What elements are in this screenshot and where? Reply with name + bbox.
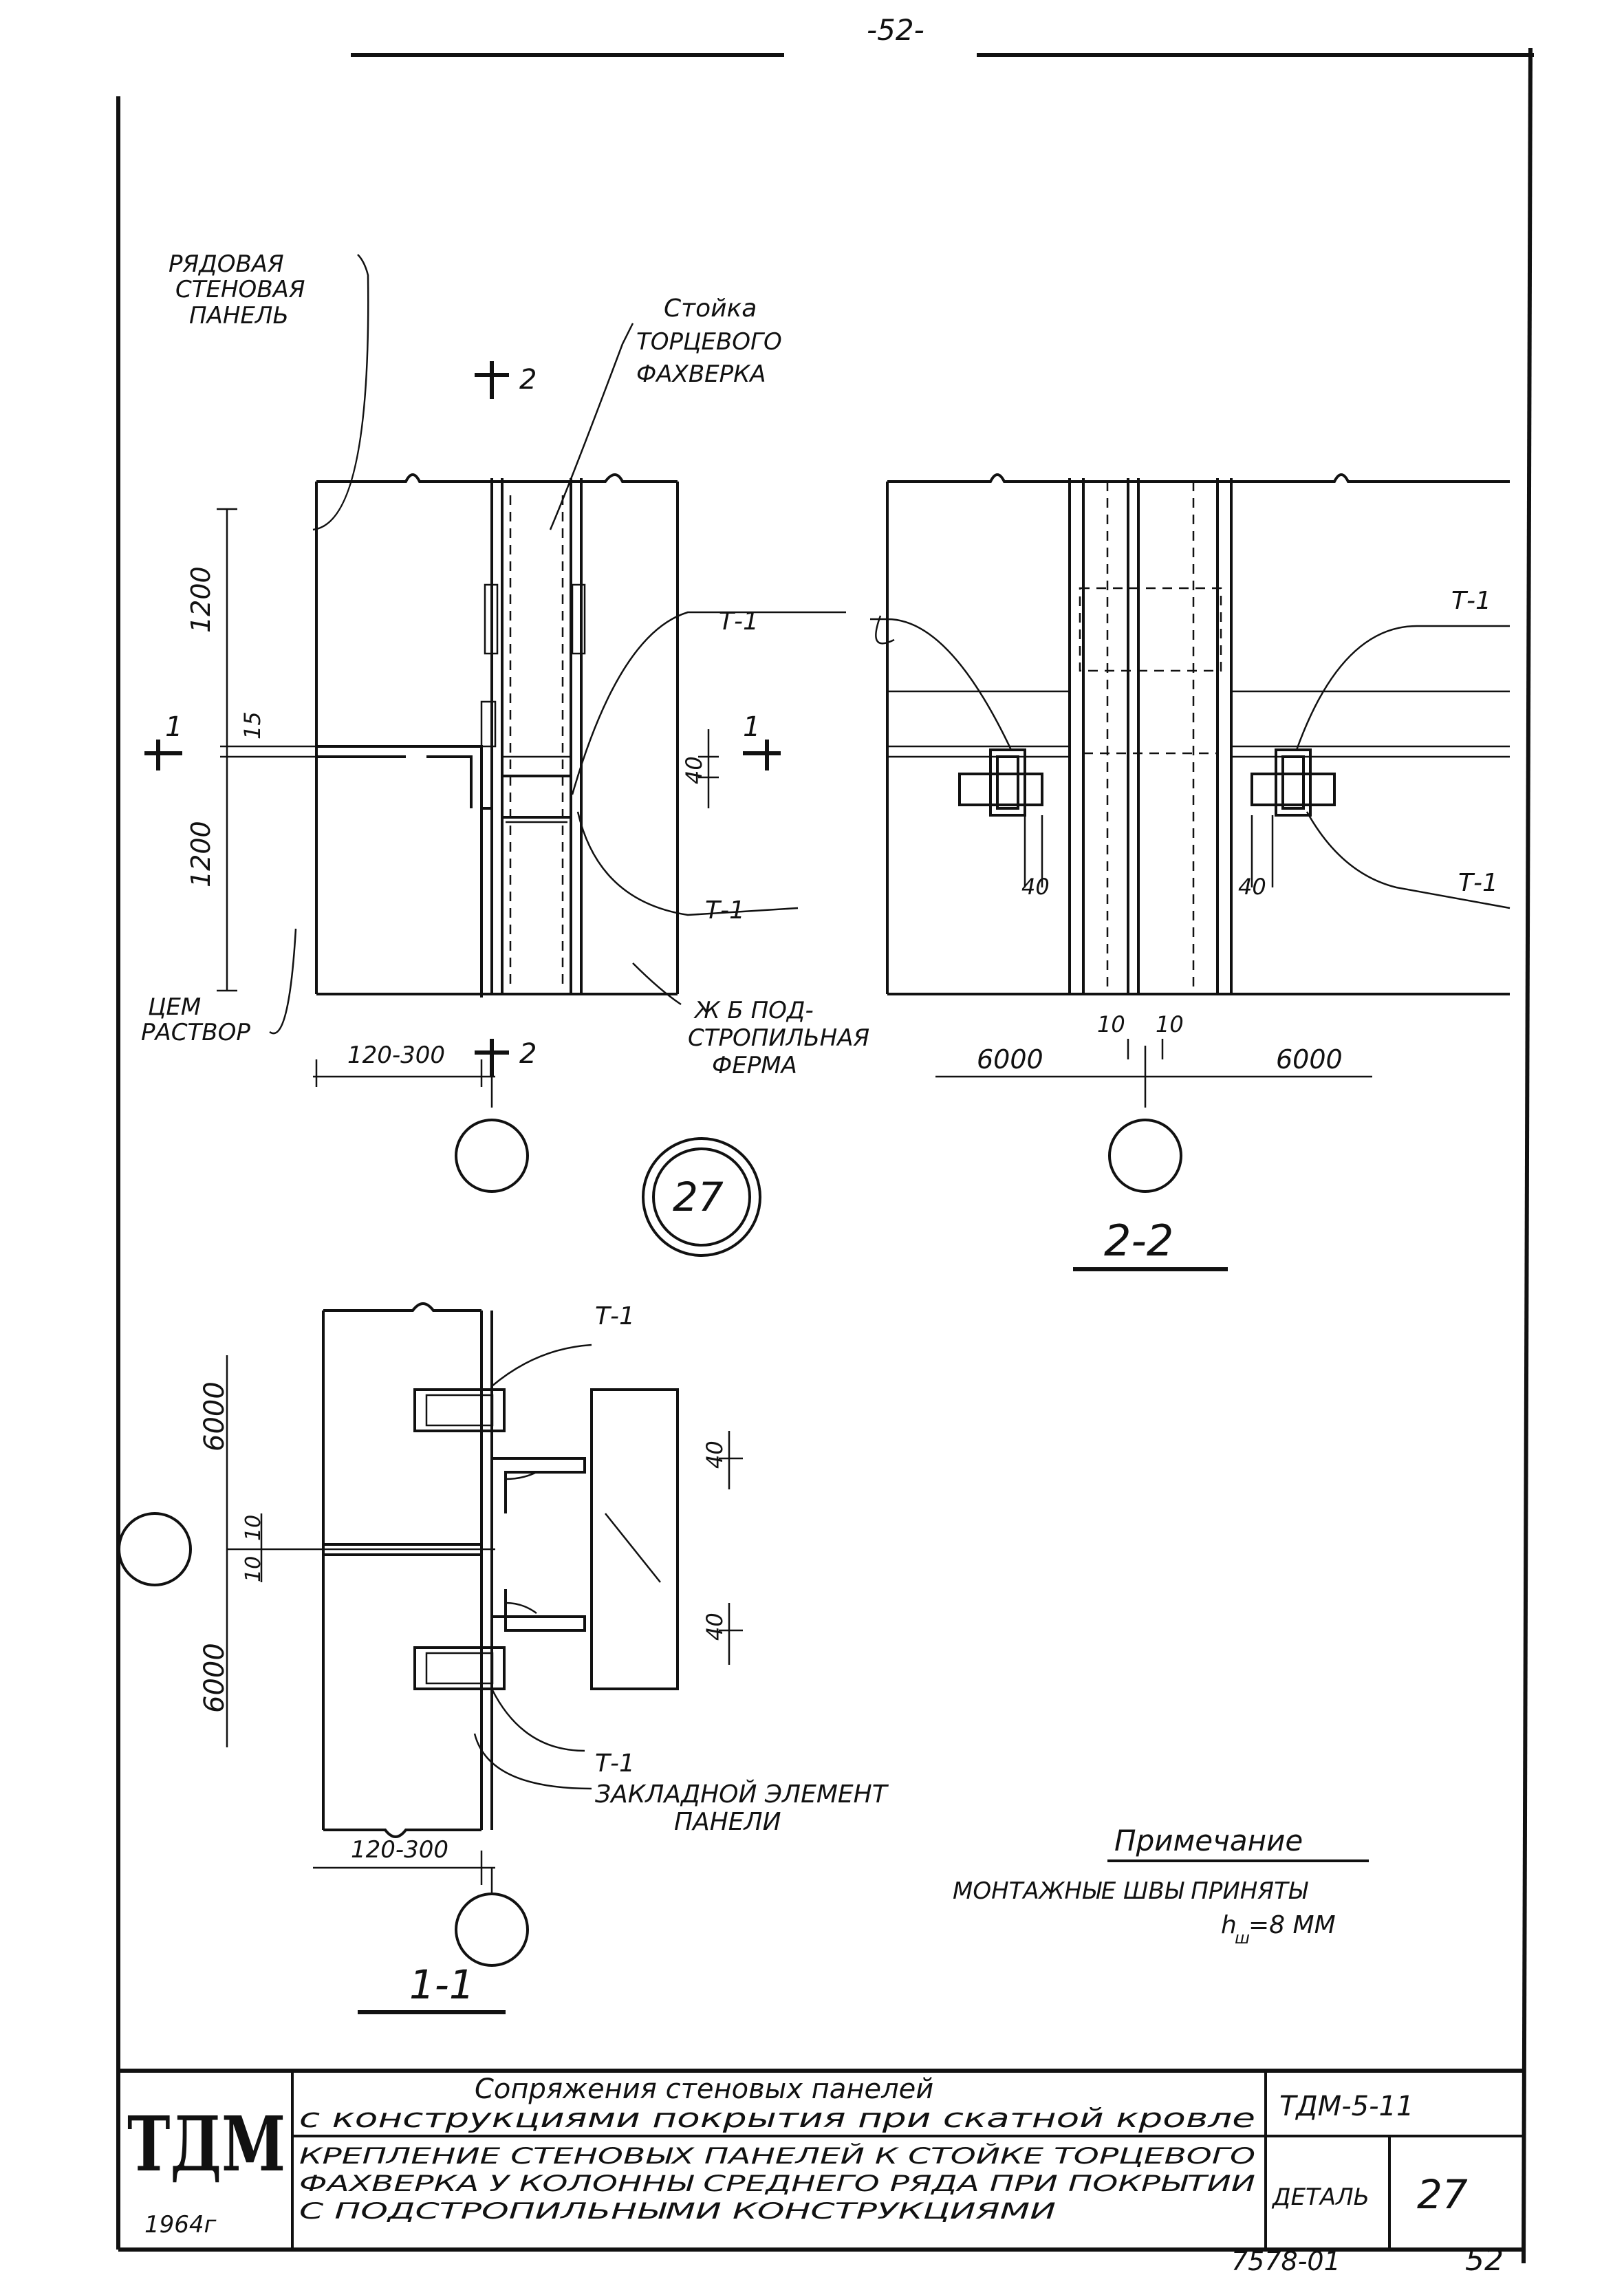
label-truss-3: ФЕРМА [712, 1052, 797, 1079]
t1-label-sec1-bottom: Т-1 [595, 1749, 635, 1778]
note-line-2-prefix: h [1221, 1911, 1237, 1939]
label-embedded-1: ЗАКЛАДНОЙ ЭЛЕМЕНТ [595, 1780, 889, 1809]
grid-axis-bubble-3 [118, 1512, 192, 1586]
dim-upper-panel: 1200 [186, 566, 216, 633]
view-title-2-2: 2-2 [1104, 1216, 1173, 1266]
label-mortar-2: РАСТВОР [141, 1019, 250, 1046]
section-2-2 [870, 473, 1511, 1193]
title-block-detail-label: ДЕТАЛЬ [1271, 2184, 1369, 2211]
t1-label-main-bottom: Т-1 [705, 896, 745, 925]
label-truss-2: СТРОПИЛЬНАЯ [688, 1024, 869, 1052]
title-block-org: ТДМ [127, 2100, 285, 2188]
section-1-1 [118, 1302, 743, 1967]
dim-10-left: 10 [1097, 1011, 1125, 1037]
t1-label-main-top: Т-1 [719, 607, 759, 636]
dim-range-120-300: 120-300 [347, 1042, 445, 1069]
label-row-panel-1: РЯДОВАЯ [169, 250, 284, 278]
section-mark-1-right: 1 [743, 711, 760, 743]
main-elevation [144, 254, 846, 1193]
view-title-1-1: 1-1 [409, 1961, 475, 2008]
dim-gap-40: 40 [681, 756, 707, 784]
section-mark-2-bottom: 2 [519, 1038, 537, 1070]
grid-axis-bubble-4 [455, 1893, 529, 1967]
dim-span-right: 6000 [1276, 1044, 1343, 1075]
detail-marker-number: 27 [673, 1174, 724, 1220]
detail-marker-outer [642, 1137, 761, 1257]
title-block-title-2: с конструкциями покрытия при скатной кро… [299, 2103, 1255, 2133]
dim-40-sec2-left: 40 [1021, 874, 1050, 900]
label-truss-1: Ж Б ПОД- [693, 997, 814, 1024]
dim-gap-15: 15 [239, 711, 266, 740]
title-block-year: 1964г [144, 2211, 217, 2239]
section-mark-2-top: 2 [519, 364, 537, 396]
label-mortar-1: ЦЕМ [148, 993, 201, 1021]
title-block-series: ТДМ-5-11 [1279, 2091, 1414, 2122]
dim-sec1-40-top: 40 [702, 1441, 728, 1469]
grid-axis-bubble [455, 1119, 529, 1193]
label-embedded-2: ПАНЕЛИ [674, 1808, 781, 1836]
page-number-top: -52- [867, 13, 924, 47]
detail-marker-inner [652, 1147, 751, 1247]
title-block-desc-1: КРЕПЛЕНИЕ СТЕНОВЫХ ПАНЕЛЕЙ К СТОЙКЕ ТОРЦ… [299, 2143, 1255, 2169]
note-line-2-sub: ш [1235, 1928, 1250, 1948]
label-post-3: ФАХВЕРКА [636, 360, 766, 388]
page-number-bottom: 52 [1465, 2243, 1504, 2275]
dim-sec1-40-bottom: 40 [702, 1613, 728, 1641]
label-row-panel-2: СТЕНОВАЯ [175, 276, 305, 303]
t1-label-sec2-left: Т-1 [1451, 587, 1491, 615]
dim-sec1-range: 120-300 [351, 1836, 448, 1864]
dim-sec1-6000-bottom: 6000 [199, 1643, 230, 1713]
title-block [118, 2069, 1524, 2252]
t1-label-sec1-top: Т-1 [595, 1302, 635, 1330]
t1-label-sec2-right: Т-1 [1458, 869, 1498, 897]
dim-sec1-6000-top: 6000 [199, 1381, 230, 1452]
title-block-desc-3: С ПОДСТРОПИЛЬНЫМИ КОНСТРУКЦИЯМИ [299, 2198, 1056, 2224]
label-row-panel-3: ПАНЕЛЬ [189, 302, 289, 330]
title-block-desc-2: ФАХВЕРКА У КОЛОННЫ СРЕДНЕГО РЯДА ПРИ ПОК… [299, 2170, 1255, 2197]
label-post-2: ТОРЦЕВОГО [636, 328, 782, 356]
dim-sec1-10-bottom: 10 [241, 1556, 266, 1582]
dim-40-sec2-right: 40 [1238, 874, 1266, 900]
archive-number: 7578-01 [1231, 2246, 1341, 2275]
grid-axis-bubble-2 [1108, 1119, 1182, 1193]
section-mark-1-left: 1 [165, 711, 182, 743]
dim-span-left: 6000 [977, 1044, 1043, 1075]
title-block-detail-number: 27 [1417, 2171, 1468, 2218]
dim-sec1-10-top: 10 [241, 1515, 266, 1541]
dim-10-right: 10 [1156, 1011, 1184, 1037]
label-post-1: Стойка [664, 294, 757, 323]
title-block-title: Сопряжения стеновых панелей [475, 2073, 933, 2105]
note-line-2-value: =8 ММ [1248, 1911, 1336, 1939]
note-title: Примечание [1114, 1824, 1303, 1857]
note-line-1: МОНТАЖНЫЕ ШВЫ ПРИНЯТЫ [953, 1877, 1309, 1905]
dim-lower-panel: 1200 [186, 821, 216, 887]
